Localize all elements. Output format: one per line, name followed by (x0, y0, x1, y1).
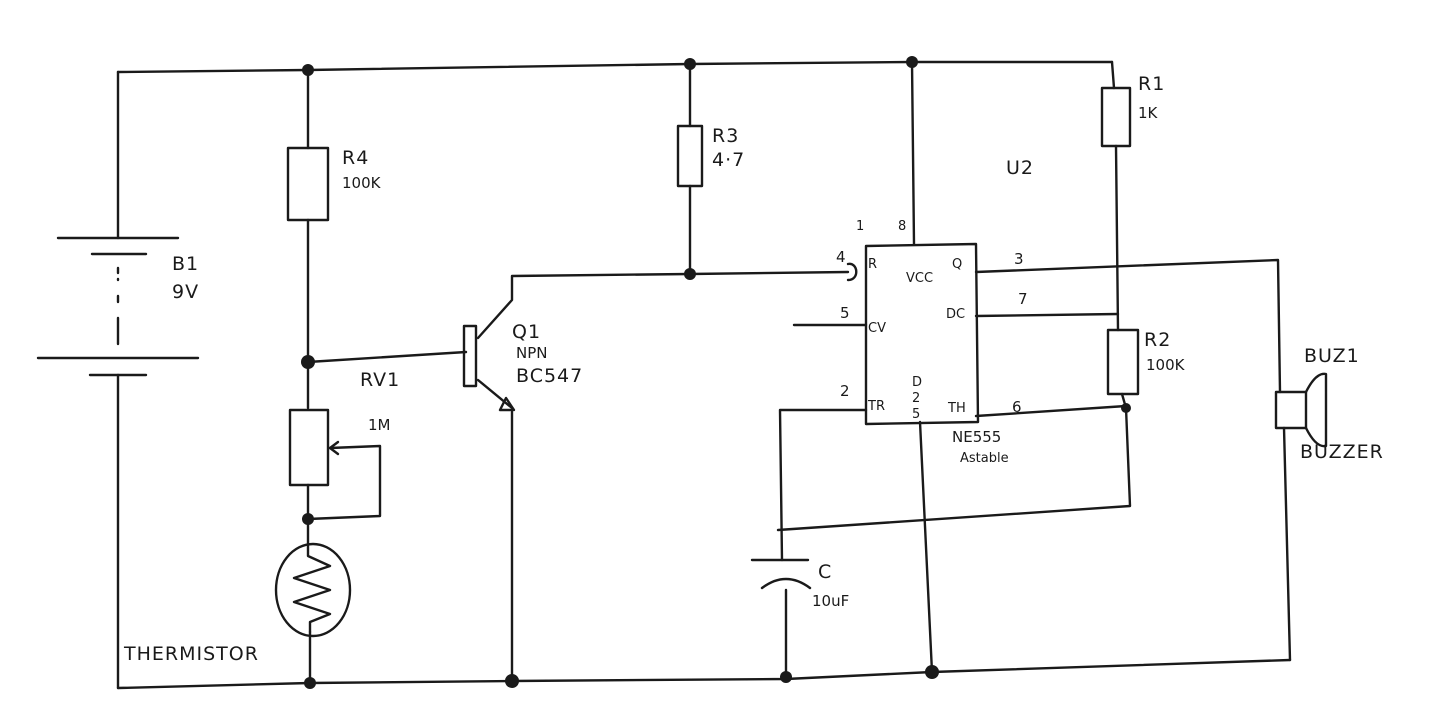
pin-label-dc: DC (946, 307, 965, 322)
pin2-number: 2 (840, 382, 850, 400)
buzzer-return-wire (1282, 426, 1292, 662)
resistor-r4: R4 100K (286, 146, 382, 222)
pin-label-tr: TR (867, 399, 885, 414)
pin3-number: 3 (1014, 250, 1024, 268)
pin-label-r: R (868, 257, 877, 272)
pin-label-z: 2 (912, 391, 920, 406)
r2-ref-label: R2 (1144, 329, 1171, 351)
r2-value-label: 100K (1146, 356, 1186, 374)
rv1-ref-label: RV1 (360, 369, 400, 391)
junction-dot (302, 64, 314, 76)
pin1-ground-wire (918, 420, 934, 674)
potentiometer-rv1: RV1 1M (288, 369, 400, 487)
vcc-pin8-wire (910, 60, 916, 246)
junction-dot (925, 665, 939, 679)
junction-dot (301, 355, 315, 369)
u2-mode-label: Astable (960, 451, 1009, 466)
junction-dot (302, 513, 314, 525)
pin8-number: 8 (898, 219, 906, 234)
thermistor: THERMISTOR (123, 542, 352, 665)
top-rail-wire (116, 60, 1114, 74)
battery-ref-label: B1 (172, 253, 199, 275)
pin-label-vcc: VCC (906, 271, 933, 286)
resistor-r3: R3 4·7 (676, 124, 745, 188)
capacitor-value-label: 10uF (812, 592, 849, 610)
r1-value-label: 1K (1138, 104, 1159, 122)
q1-part-label: BC547 (516, 365, 583, 387)
junction-dot (304, 677, 316, 689)
resistor-r1: R1 1K (1100, 73, 1165, 148)
junction-dot (684, 268, 696, 280)
r1-bottom-wire (1114, 144, 1120, 332)
u2-part-label: NE555 (952, 428, 1001, 446)
pin4-number: 4 (836, 248, 846, 266)
resistor-r2: R2 100K (1106, 328, 1186, 396)
capacitor-c: C 10uF (750, 558, 849, 610)
pin6-number: 6 (1012, 398, 1022, 416)
pin-label-d: D (912, 375, 922, 390)
junction-dot (906, 56, 918, 68)
pin-label-q: Q (952, 257, 962, 272)
thermistor-label: THERMISTOR (123, 643, 259, 665)
capacitor-ref-label: C (818, 561, 832, 583)
buzzer-label: BUZZER (1300, 441, 1384, 463)
pin-label-th: TH (947, 401, 966, 416)
pin2-trigger-wire (778, 408, 868, 562)
junction-dot (1121, 403, 1131, 413)
ic-u2-ne555: U2 1 8 4 5 2 3 7 6 R VCC Q CV DC TR TH D… (836, 157, 1034, 466)
r3-value-label: 4·7 (712, 149, 745, 171)
rv1-wiper-wire (306, 444, 382, 521)
pin-label-g: 5 (912, 407, 920, 422)
pin7-number: 7 (1018, 290, 1028, 308)
pin6-threshold-wire (974, 404, 1128, 418)
bottom-rail-wire (116, 658, 1292, 690)
r2-bottom-wire (776, 392, 1132, 532)
r4-value-label: 100K (342, 174, 382, 192)
q1-collector-wire (476, 270, 850, 340)
pin7-wire (974, 312, 1120, 318)
pin5-number: 5 (840, 304, 850, 322)
r1-top-wire (1110, 60, 1116, 90)
junction-dot (780, 671, 792, 683)
r1-ref-label: R1 (1138, 73, 1165, 95)
buzzer-ref-label: BUZ1 (1304, 345, 1360, 367)
q1-ref-label: Q1 (512, 321, 541, 343)
r3-ref-label: R3 (712, 125, 739, 147)
q1-base-wire (306, 350, 468, 364)
pin-label-cv: CV (868, 321, 886, 336)
r4-ref-label: R4 (342, 147, 369, 169)
pin1-number: 1 (856, 219, 864, 234)
battery-b1: B1 9V (36, 236, 200, 377)
junction-dot (684, 58, 696, 70)
junction-dot (505, 674, 519, 688)
junctions (301, 56, 1131, 689)
pin3-output-wire (974, 258, 1282, 394)
rv1-value-label: 1M (368, 416, 391, 434)
wires (116, 60, 1292, 690)
q1-type-label: NPN (516, 344, 548, 362)
battery-value-label: 9V (172, 281, 199, 303)
u2-ref-label: U2 (1006, 157, 1034, 179)
buzzer-buz1: BUZ1 BUZZER (1274, 345, 1384, 463)
transistor-q1: Q1 NPN BC547 (462, 321, 583, 412)
